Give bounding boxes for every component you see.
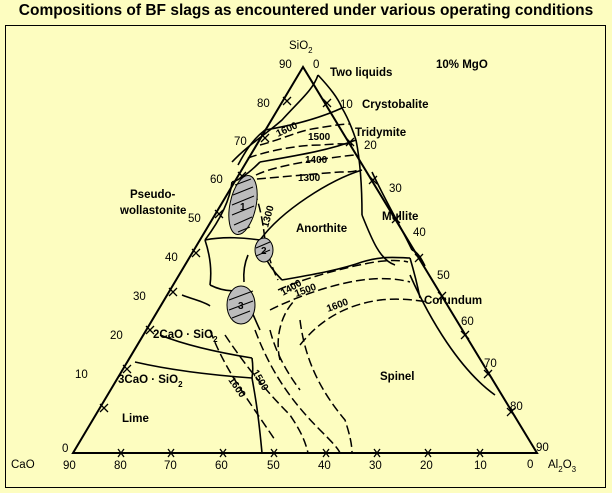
region-label: 1 bbox=[240, 202, 246, 213]
phase-lime: Lime bbox=[122, 413, 149, 425]
phase-2cao-sio2: 2CaO · SiO2 bbox=[153, 329, 218, 344]
right-tick-label: 40 bbox=[413, 227, 426, 239]
bottom-tick-label: 60 bbox=[215, 460, 228, 472]
slag-region-1 bbox=[228, 175, 258, 235]
region-label: 3 bbox=[238, 301, 244, 312]
isotherm-label: 1300 bbox=[260, 204, 276, 229]
phase-spinel: Spinel bbox=[380, 371, 415, 383]
phase-tridymite: Tridymite bbox=[355, 127, 406, 139]
isotherm-label: 1400 bbox=[305, 155, 328, 166]
left-tick-label: 70 bbox=[234, 136, 247, 148]
phase-pseudo-line1: Pseudo- bbox=[130, 189, 176, 201]
right-tick-label: 10 bbox=[340, 99, 353, 111]
right-axis-labels: 10 20 30 40 50 60 70 80 bbox=[340, 99, 523, 413]
right-tick-label: 50 bbox=[437, 270, 450, 282]
right-tick-label: 30 bbox=[389, 183, 402, 195]
bottom-tick-label: 30 bbox=[369, 460, 382, 472]
left-tick-label: 80 bbox=[257, 98, 270, 110]
region-label: 2 bbox=[261, 246, 267, 257]
tick-marks bbox=[99, 96, 516, 458]
ternary-triangle bbox=[71, 65, 539, 454]
isotherm-label: 1600 bbox=[325, 297, 350, 315]
vertex-sio2: SiO2 bbox=[289, 40, 313, 55]
bottom-axis-labels: 80 70 60 50 40 30 20 10 bbox=[114, 460, 487, 472]
isotherm-label: 1500 bbox=[308, 132, 331, 143]
left-tick-label: 20 bbox=[110, 330, 123, 342]
slag-region-2 bbox=[254, 237, 274, 263]
left-tick-label: 30 bbox=[133, 291, 146, 303]
bottom-tick-label: 50 bbox=[267, 460, 280, 472]
bottom-tick-label: 80 bbox=[114, 460, 127, 472]
left-tick-label: 40 bbox=[165, 252, 178, 264]
bottom-tick-label: 20 bbox=[420, 460, 433, 472]
left-tick-label: 60 bbox=[210, 174, 223, 186]
right-tick-label: 20 bbox=[364, 140, 377, 152]
vertex-top-val2: 0 bbox=[313, 59, 319, 71]
isotherm-label: 1300 bbox=[298, 173, 321, 184]
vertex-right-val2: 0 bbox=[527, 459, 533, 471]
phase-corundum: Corundum bbox=[424, 295, 482, 307]
vertex-right-val: 90 bbox=[536, 442, 549, 454]
vertex-left-val2: 0 bbox=[62, 443, 68, 455]
bottom-tick-label: 70 bbox=[164, 460, 177, 472]
phase-crystobalite: Crystobalite bbox=[362, 99, 428, 111]
right-tick-label: 60 bbox=[461, 316, 474, 328]
slag-regions bbox=[226, 175, 274, 325]
phase-3cao-sio2: 3CaO · SiO2 bbox=[118, 374, 183, 389]
region-numbers: 1 2 3 bbox=[238, 202, 267, 312]
bottom-tick-label: 10 bbox=[474, 460, 487, 472]
page-title: Compositions of BF slags as encountered … bbox=[18, 2, 594, 19]
right-tick-label: 80 bbox=[510, 401, 523, 413]
diagram-frame bbox=[5, 25, 606, 488]
left-tick-label: 10 bbox=[75, 369, 88, 381]
phase-labels: 10% MgO Two liquids Crystobalite Tridymi… bbox=[118, 59, 488, 425]
isotherm-label: 1600 bbox=[226, 375, 248, 400]
phase-pseudo-line2: wollastonite bbox=[119, 205, 186, 217]
phase-anorthite: Anorthite bbox=[296, 223, 347, 235]
phase-two-liquids: Two liquids bbox=[330, 67, 392, 79]
vertex-cao: CaO bbox=[11, 459, 35, 471]
vertex-al2o3: Al2O3 bbox=[548, 459, 577, 474]
bottom-tick-label: 40 bbox=[318, 460, 331, 472]
isotherm-labels: 1600 1500 1400 1300 1300 1400 1500 1600 … bbox=[226, 120, 351, 400]
phase-mullite: Mullite bbox=[382, 211, 418, 223]
vertex-top-val: 90 bbox=[279, 59, 292, 71]
isotherm-lines bbox=[209, 123, 429, 454]
vertex-left-val: 90 bbox=[63, 460, 76, 472]
left-axis-labels: 80 70 60 50 40 30 20 10 bbox=[75, 98, 270, 381]
phase-boundaries bbox=[134, 74, 496, 454]
right-tick-label: 70 bbox=[484, 358, 497, 370]
note-mgo: 10% MgO bbox=[436, 59, 488, 71]
left-tick-label: 50 bbox=[188, 213, 201, 225]
